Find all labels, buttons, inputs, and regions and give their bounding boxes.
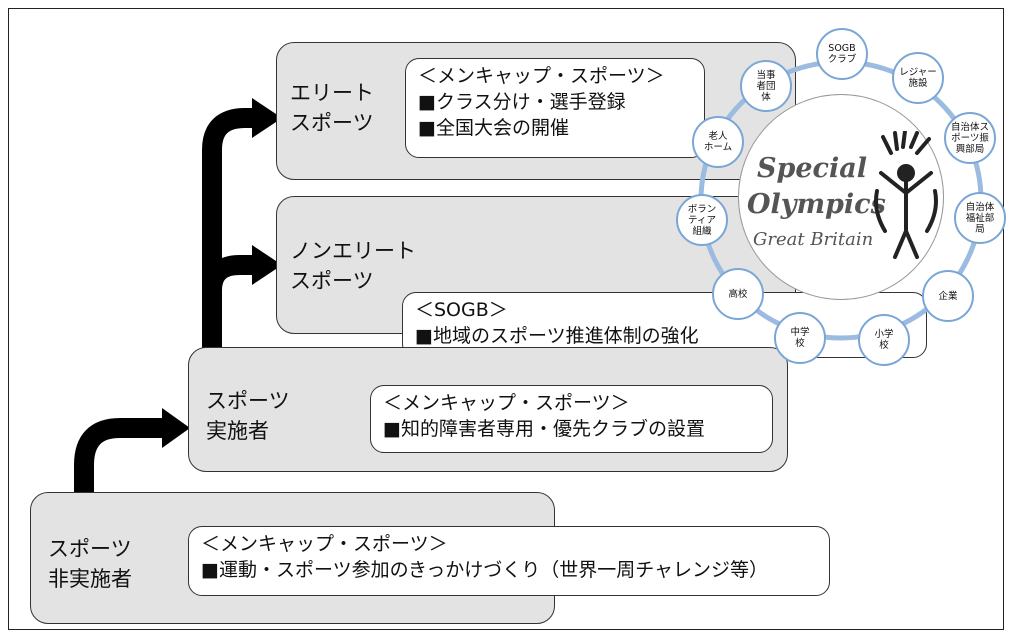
nonelite-sports-label: ノンエリート スポーツ xyxy=(290,239,416,293)
elite-box-line-3: ■全国大会の開催 xyxy=(418,117,569,139)
elite-sports-label: エリート スポーツ xyxy=(290,81,374,135)
node-elderly-home: 老人 ホーム xyxy=(692,116,744,168)
sports-participant-box: ＜メンキャップ・スポーツ＞ ■知的障害者専用・優先クラブの設置 xyxy=(370,385,773,453)
nonparticipant-box-line-2: ■運動・スポーツ参加のきっかけづくり（世界一周チャレンジ等） xyxy=(201,559,769,581)
arrow-nonparticipant-to-participant xyxy=(74,418,165,500)
arrowhead-nonelite xyxy=(252,245,282,285)
node-leisure-facility: レジャー 施設 xyxy=(892,52,944,104)
logo-text-olympics: Olympics xyxy=(747,189,886,220)
arrow-branch-to-nonelite xyxy=(202,255,255,291)
elite-box-line-1: ＜メンキャップ・スポーツ＞ xyxy=(418,65,665,87)
sports-participant-label: スポーツ 実施者 xyxy=(206,389,290,443)
node-volunteer-org: ボラン ティア 組織 xyxy=(676,194,728,246)
node-company: 企業 xyxy=(922,270,974,322)
participant-box-line-2: ■知的障害者専用・優先クラブの設置 xyxy=(383,418,705,440)
nonparticipant-box-line-1: ＜メンキャップ・スポーツ＞ xyxy=(201,533,448,555)
diagram-frame xyxy=(8,8,1004,630)
arrow-participant-to-elite xyxy=(202,108,255,358)
logo-text-great-britain: Great Britain xyxy=(753,229,874,250)
sports-nonparticipant-box: ＜メンキャップ・スポーツ＞ ■運動・スポーツ参加のきっかけづくり（世界一周チャレ… xyxy=(188,526,830,596)
special-olympics-logo: Special Olympics Great Britain xyxy=(738,94,944,300)
node-stakeholder-groups: 当事 者団 体 xyxy=(740,60,792,112)
participant-box-line-1: ＜メンキャップ・スポーツ＞ xyxy=(383,392,630,414)
sports-nonparticipant-label: スポーツ 非実施者 xyxy=(48,537,132,591)
partner-network: Special Olympics Great Britain SOGB クラブ … xyxy=(676,28,1013,366)
elite-sports-box: ＜メンキャップ・スポーツ＞ ■クラス分け・選手登録 ■全国大会の開催 xyxy=(405,58,705,158)
athlete-figure-icon xyxy=(874,131,938,259)
nonelite-box-line-2: ■地域のスポーツ推進体制の強化 xyxy=(415,325,699,347)
nonelite-box-line-1: ＜SOGB＞ xyxy=(415,299,508,321)
elite-box-line-2: ■クラス分け・選手登録 xyxy=(418,91,626,113)
node-high-school: 高校 xyxy=(712,268,764,320)
node-primary-school: 小学 校 xyxy=(858,314,910,366)
arrowhead-participant xyxy=(162,408,190,448)
node-local-welfare-dept: 自治体 福祉部 局 xyxy=(954,192,1006,244)
logo-text-special: Special xyxy=(757,153,868,184)
node-sogb-club: SOGB クラブ xyxy=(816,28,868,80)
node-local-sports-dept: 自治体ス ポーツ振 興部局 xyxy=(944,112,996,164)
node-junior-high-school: 中学 校 xyxy=(774,312,826,364)
arrowhead-elite xyxy=(252,98,282,138)
